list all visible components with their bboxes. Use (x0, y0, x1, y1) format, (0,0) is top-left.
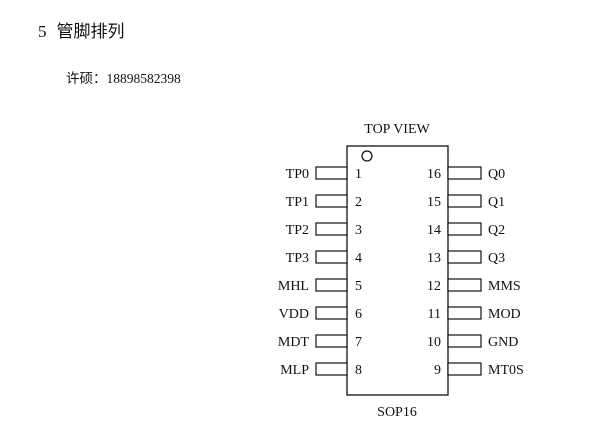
pin-number: 3 (355, 223, 362, 238)
pin-left-1: TP0 1 (286, 166, 362, 182)
pin-lead (315, 194, 348, 208)
pin-lead (447, 278, 482, 292)
pin-number: 10 (427, 335, 441, 350)
pin-lead (447, 166, 482, 180)
pin-name: MHL (278, 279, 309, 294)
pin-lead (447, 194, 482, 208)
pin-lead (447, 306, 482, 320)
pin-lead (447, 250, 482, 264)
pin-left-4: TP3 4 (286, 250, 362, 266)
pin-number: 14 (427, 223, 441, 238)
pin-number: 15 (427, 195, 441, 210)
pin-left-5: MHL 5 (278, 278, 362, 294)
pin-right-14: 14 Q2 (427, 222, 505, 238)
pin-number: 16 (427, 167, 441, 182)
pin-right-9: 9 MT0S (434, 362, 524, 378)
pin-left-7: MDT 7 (278, 334, 362, 350)
pin-name: MMS (488, 279, 521, 294)
section-title: 管脚排列 (56, 22, 125, 41)
package-label: SOP16 (377, 405, 417, 420)
pin-name: TP1 (286, 195, 309, 210)
pin-name: VDD (279, 307, 309, 322)
pin-right-16: 16 Q0 (427, 166, 505, 182)
pin-lead (315, 278, 348, 292)
pin-name: GND (488, 335, 518, 350)
pin-number: 2 (355, 195, 362, 210)
pin-number: 4 (355, 251, 362, 266)
pin-number: 7 (355, 335, 362, 350)
pin1-marker (361, 150, 373, 162)
pin-name: TP2 (286, 223, 309, 238)
pin-left-6: VDD 6 (279, 306, 362, 322)
pin-name: Q3 (488, 251, 505, 266)
section-number: 5 (38, 22, 47, 41)
pin-right-11: 11 MOD (428, 306, 521, 322)
pin-lead (315, 362, 348, 376)
pin-lead (447, 222, 482, 236)
pin-lead (447, 362, 482, 376)
pin-lead (315, 334, 348, 348)
pin-left-2: TP1 2 (286, 194, 362, 210)
pin-left-3: TP2 3 (286, 222, 362, 238)
pin-name: Q2 (488, 223, 505, 238)
pin-name: Q0 (488, 167, 505, 182)
pin-name: TP0 (286, 167, 309, 182)
pin-number: 13 (427, 251, 441, 266)
pin-right-12: 12 MMS (427, 278, 521, 294)
pin-lead (315, 250, 348, 264)
pin-number: 5 (355, 279, 362, 294)
pin-lead (315, 166, 348, 180)
pin-number: 9 (434, 363, 441, 378)
pin-lead (447, 334, 482, 348)
pin-right-10: 10 GND (427, 334, 518, 350)
pin-lead (315, 306, 348, 320)
pin-right-15: 15 Q1 (427, 194, 505, 210)
pin-number: 8 (355, 363, 362, 378)
pin-number: 6 (355, 307, 362, 322)
pin-number: 1 (355, 167, 362, 182)
pin-name: MT0S (488, 363, 524, 378)
pin-lead (315, 222, 348, 236)
chip-body (346, 145, 449, 396)
pin-name: Q1 (488, 195, 505, 210)
right-pin-column: 16 Q0 15 Q1 14 Q2 13 Q3 12 MMS 11 MOD 10 GND 9 MT0S (427, 166, 524, 378)
pin-name: MDT (278, 335, 310, 350)
section-heading: 5 管脚排列 (38, 21, 125, 43)
pin-name: MOD (488, 307, 521, 322)
pin-name: TP3 (286, 251, 309, 266)
contact-info: 许硕：18898582398 (66, 71, 181, 86)
pin-number: 12 (427, 279, 441, 294)
pin-right-13: 13 Q3 (427, 250, 505, 266)
pin-name: MLP (280, 363, 309, 378)
pin-left-8: MLP 8 (280, 362, 362, 378)
top-view-label: TOP VIEW (364, 122, 430, 137)
pin-number: 11 (428, 307, 441, 322)
